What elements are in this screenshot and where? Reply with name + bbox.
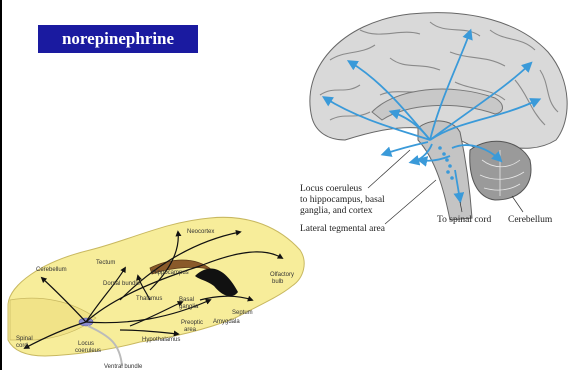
label-dorsal-bundle: Dorsal bundle: [103, 281, 141, 287]
label-hippocampus: Hippocampus: [152, 270, 189, 276]
label-ventral-bundle: Ventral bundle: [104, 364, 143, 370]
label-locus-1: Locus: [78, 341, 94, 347]
label-olfactory-2: bulb: [272, 279, 284, 285]
label-locus-coeruleus-2: to hippocampus, basal: [300, 195, 385, 205]
label-locus-2: coeruleus: [75, 348, 101, 354]
label-lateral-tegmental: Lateral tegmental area: [300, 224, 386, 234]
label-spinal-1: Spinal: [16, 336, 33, 342]
label-tectum: Tectum: [96, 260, 115, 266]
label-basal-1: Basal: [179, 297, 194, 303]
label-spinal-2: cord: [16, 343, 28, 349]
label-hypothalamus: Hypothalamus: [142, 337, 180, 343]
label-cerebellum-human: Cerebellum: [508, 215, 553, 225]
label-locus-coeruleus-3: ganglia, and cortex: [300, 206, 373, 216]
label-locus-coeruleus-1: Locus coeruleus: [300, 184, 362, 194]
label-to-spinal-cord: To spinal cord: [437, 215, 491, 225]
label-preoptic-1: Preoptic: [181, 320, 203, 326]
label-preoptic-2: area: [184, 327, 197, 333]
label-cerebellum-rodent: Cerebellum: [36, 267, 67, 273]
label-olfactory-1: Olfactory: [270, 272, 294, 278]
label-basal-2: ganglia: [179, 304, 199, 310]
label-septum: Septum: [232, 310, 253, 316]
rodent-brain-illustration: [8, 217, 304, 366]
label-neocortex: Neocortex: [187, 229, 214, 235]
label-amygdala: Amygdala: [213, 319, 240, 325]
label-thalamus: Thalamus: [136, 296, 162, 302]
